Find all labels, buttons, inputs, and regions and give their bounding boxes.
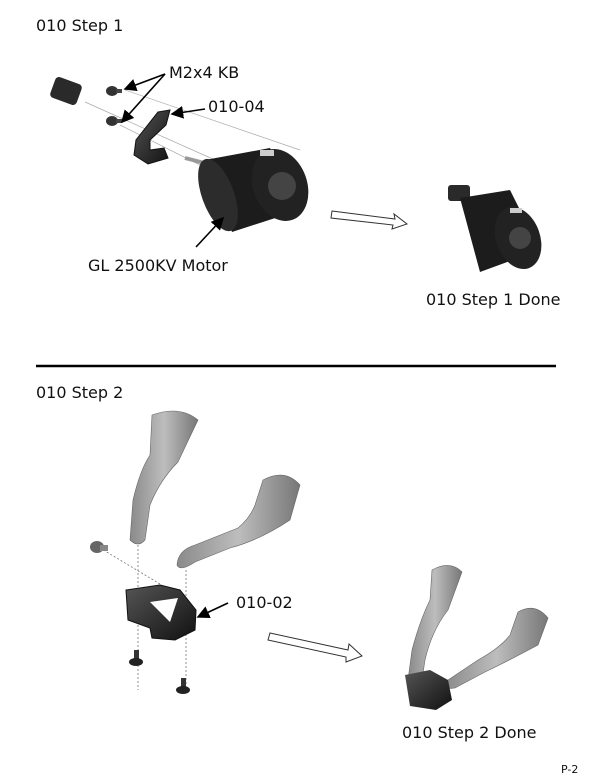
step1-exploded-view [50,73,409,248]
label-screws: M2x4 KB [169,63,240,82]
label-mount: 010-04 [208,97,265,116]
page-number: P-2 [561,763,579,776]
step1-done-caption: 010 Step 1 Done [426,290,561,309]
screw-icon [176,678,190,694]
exhaust-tube-left [129,410,199,545]
step2-title: 010 Step 2 [36,383,124,402]
step2-done-view [405,565,549,710]
screw-icon [106,86,122,96]
step2-exploded-view [90,410,363,694]
label-motor: GL 2500KV Motor [88,256,228,275]
arrow-right-icon [330,210,409,230]
exhaust-tube-right [176,474,301,569]
step1-title: 010 Step 1 [36,16,124,35]
step1-done-view [448,185,542,272]
label-part: 010-02 [236,593,293,612]
arrow-right-icon [267,632,363,663]
pinion-gear [50,77,82,105]
motor-mount-010-04 [133,109,171,165]
screw-icon [129,650,143,666]
step2-done-caption: 010 Step 2 Done [402,723,537,742]
motor [198,148,309,232]
fitting [90,541,108,553]
screw-icon [106,116,122,126]
